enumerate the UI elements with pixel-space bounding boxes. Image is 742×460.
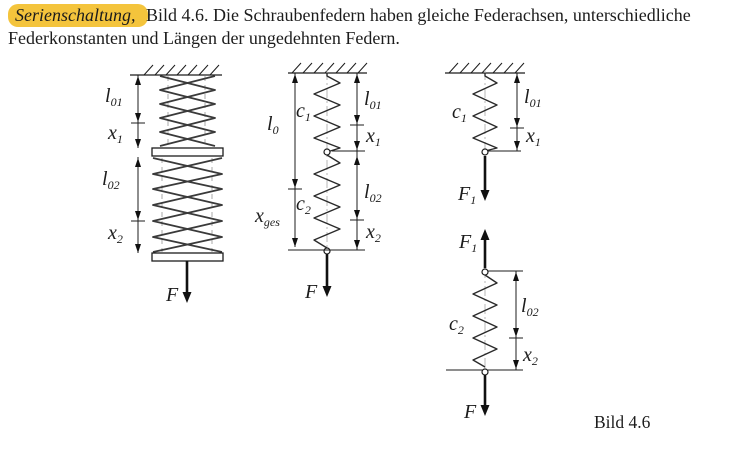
label-right-x1: x1 [526,125,541,149]
left-spring-drawing [130,64,224,303]
label-right-l02: l02 [521,295,539,319]
middle-spring-schematic [288,62,368,297]
label-left-x1: x1 [108,122,123,146]
label-mid-c1: c1 [296,100,311,124]
label-right-F: F [464,401,477,423]
intro-paragraph: Serienschaltung, Bild 4.6. Die Schrauben… [8,4,734,50]
right-top-free-body [445,62,525,201]
label-right-l01: l01 [524,86,542,110]
hatching-middle-ceiling [291,62,368,74]
label-right-x2: x2 [523,344,538,368]
label-mid-F: F [305,281,318,303]
right-bottom-free-body [446,229,523,416]
label-mid-l02: l02 [364,181,382,205]
figure-caption: Bild 4.6 [594,412,651,432]
label-mid-l01: l01 [364,88,382,112]
hatching-left-ceiling [143,64,220,76]
label-left-F: F [166,284,179,306]
intro-line2: Federkonstanten und Längen der ungedehnt… [8,28,400,48]
label-mid-x2: x2 [366,221,381,245]
label-mid-x1: x1 [366,125,381,149]
label-right-F1-reaction: F1 [459,231,478,255]
hatching-right-ceiling [448,62,525,74]
label-right-c2: c2 [449,313,464,337]
label-right-c1: c1 [452,101,467,125]
label-mid-l0: l0 [267,113,279,137]
label-left-l02: l02 [102,168,120,192]
label-right-F1-action: F1 [458,183,477,207]
label-mid-c2: c2 [296,193,311,217]
highlighted-term: Serienschaltung, [8,4,149,27]
label-mid-xges: xges [255,205,280,229]
label-left-l01: l01 [105,85,123,109]
label-left-x2: x2 [108,222,123,246]
intro-line1-rest: Bild 4.6. Die Schraubenfedern haben glei… [141,5,691,25]
